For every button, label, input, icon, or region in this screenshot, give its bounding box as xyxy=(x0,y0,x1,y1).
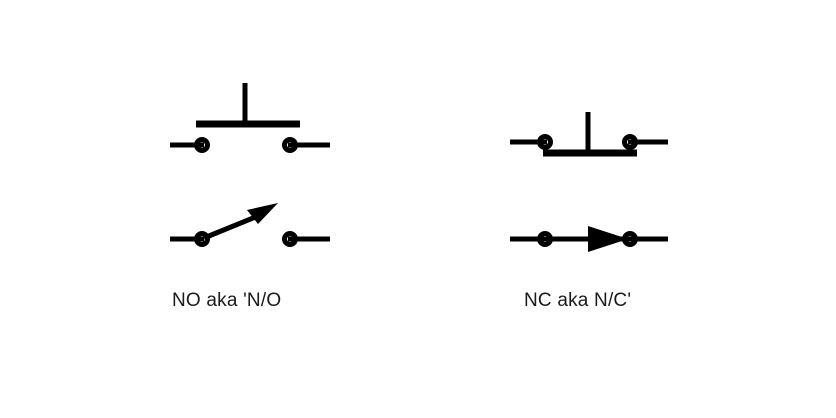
normally-closed-pushbutton-symbol xyxy=(510,112,668,157)
nc-arrow-right-terminal-ring xyxy=(622,231,638,247)
no-arrow-pivot-terminal-ring xyxy=(194,231,210,247)
nc-symbol-group xyxy=(510,112,668,252)
normally-open-pushbutton-symbol xyxy=(170,83,330,153)
no-arrow-shaft xyxy=(203,213,259,241)
nc-arrow-left-terminal-ring xyxy=(537,231,553,247)
nc-caption-label: NC aka N/C' xyxy=(524,290,632,311)
no-caption-label: NO aka 'N/O xyxy=(172,290,282,311)
normally-closed-arrow-symbol xyxy=(510,226,668,252)
normally-open-arrow-symbol xyxy=(170,203,330,247)
nc-left-terminal-ring xyxy=(537,134,553,150)
no-arrow-head xyxy=(247,203,278,224)
nc-right-terminal-ring xyxy=(622,134,638,150)
no-left-terminal-ring xyxy=(194,137,210,153)
no-arrow-right-terminal-ring xyxy=(282,231,298,247)
nc-arrow-head xyxy=(588,226,628,252)
no-symbol-group xyxy=(170,83,330,247)
no-right-terminal-ring xyxy=(282,137,298,153)
